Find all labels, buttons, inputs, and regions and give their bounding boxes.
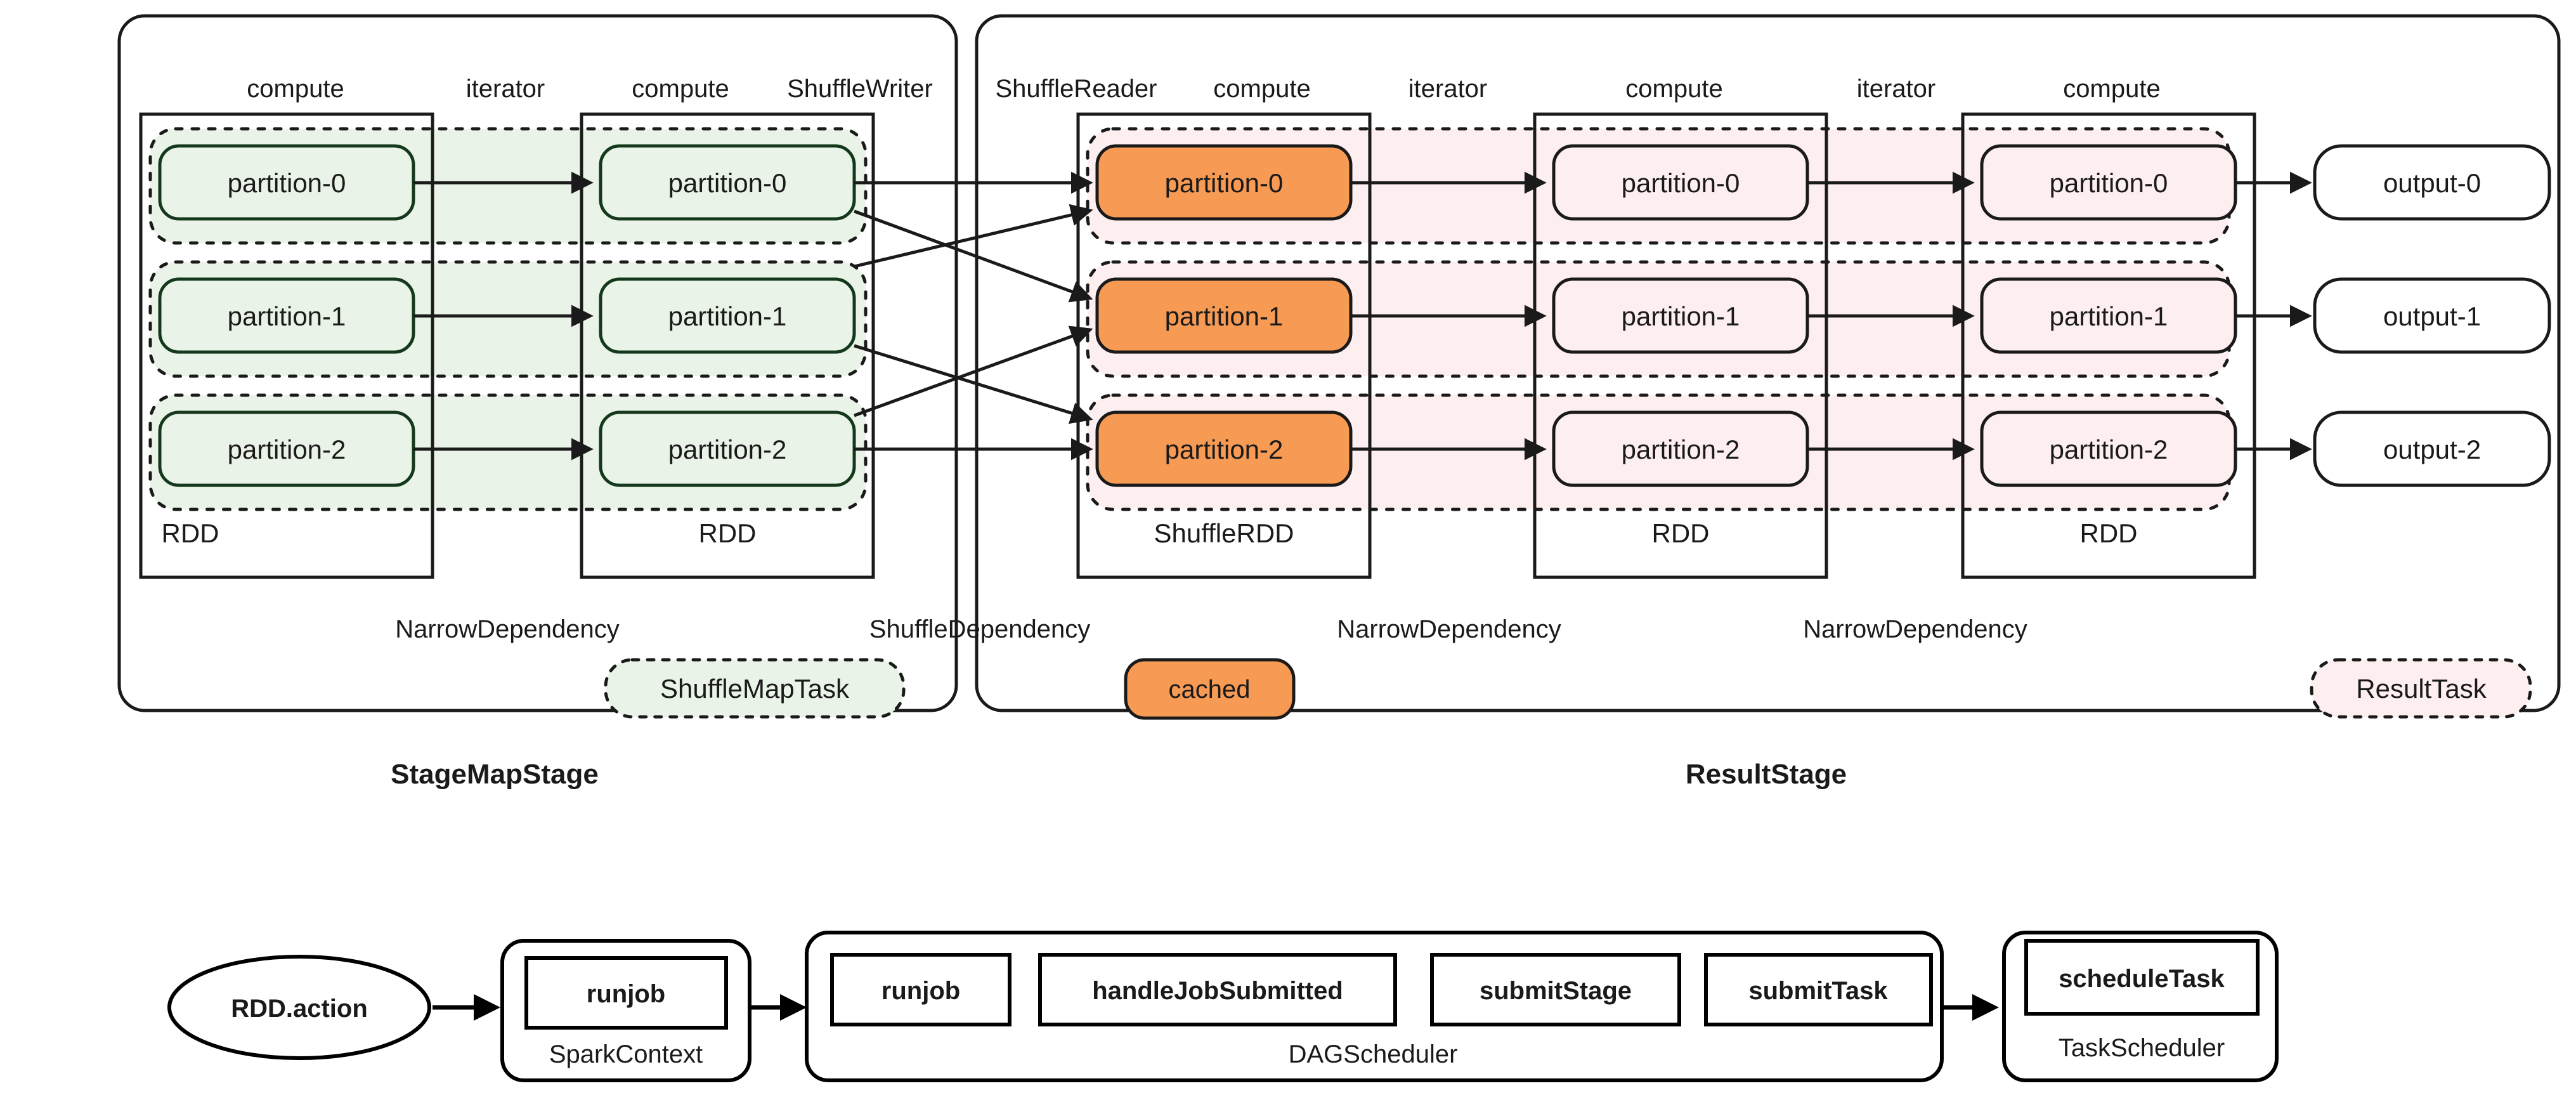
shuffle-edge-p2-to-p1 bbox=[854, 325, 1093, 417]
result-rdd1-frame bbox=[1533, 112, 1828, 579]
output-box-2[interactable] bbox=[2313, 410, 2551, 487]
result-rdd1-partition-2-label: partition-2 bbox=[1622, 435, 1740, 464]
map-rdd2-partition-1[interactable] bbox=[599, 277, 856, 354]
map-rdd2-partition-0-label: partition-0 bbox=[668, 168, 787, 198]
shufflemaptask-badge[interactable] bbox=[604, 658, 906, 719]
output-box-0[interactable] bbox=[2313, 144, 2551, 221]
cached-badge-label: cached bbox=[1169, 676, 1251, 704]
taskscheduler-method-scheduletask[interactable] bbox=[2024, 939, 2260, 1016]
map-rdd1-partition-1-label: partition-1 bbox=[228, 301, 346, 331]
sparkcontext-method-runjob[interactable] bbox=[524, 956, 728, 1030]
map-dependency-narrow: NarrowDependency bbox=[395, 615, 620, 643]
result-rdd2-partition-1-label: partition-1 bbox=[2050, 301, 2168, 331]
resulttask-badge-label: ResultTask bbox=[2356, 674, 2487, 704]
dagscheduler-method-handlejobsubmitted-label: handleJobSubmitted bbox=[1092, 977, 1343, 1005]
sparkcontext-method-runjob-label: runjob bbox=[587, 980, 665, 1008]
result-rdd2-partition-2-label: partition-2 bbox=[2050, 435, 2168, 464]
map-rdd1-caption: RDD bbox=[162, 518, 219, 548]
result-stage-label: ResultStage bbox=[1686, 759, 1847, 790]
output-box-0-label: output-0 bbox=[2383, 168, 2481, 198]
result-rdd1-caption: RDD bbox=[1652, 518, 1710, 548]
dagscheduler-method-handlejobsubmitted[interactable] bbox=[1038, 953, 1397, 1026]
dagscheduler-method-runjob-label: runjob bbox=[881, 977, 960, 1005]
result-rdd1-partition-1-label: partition-1 bbox=[1622, 301, 1740, 331]
dagscheduler-method-submittask[interactable] bbox=[1704, 953, 1933, 1026]
map-rdd1-frame bbox=[139, 112, 434, 579]
result-rdd2-partition-0-label: partition-0 bbox=[2050, 168, 2168, 198]
map-dependency-shuffle: ShuffleDependency bbox=[869, 615, 1090, 643]
map-rdd2-partition-2-label: partition-2 bbox=[668, 435, 787, 464]
result-column-label-iterator-1: iterator bbox=[1408, 75, 1488, 103]
map-column-label-shufflewriter: ShuffleWriter bbox=[787, 75, 933, 103]
result-column-label-compute-1: compute bbox=[1213, 75, 1310, 103]
rdd-action-label: RDD.action bbox=[231, 995, 368, 1023]
output-box-1[interactable] bbox=[2313, 277, 2551, 354]
resulttask-badge[interactable] bbox=[2310, 658, 2532, 719]
map-rdd1-partition-2-label: partition-2 bbox=[228, 435, 346, 464]
shuffle-edge-p1-to-p0 bbox=[854, 204, 1093, 268]
result-dependency-narrow-1: NarrowDependency bbox=[1337, 615, 1561, 643]
map-column-label-compute-1: compute bbox=[247, 75, 344, 103]
result-stage-frame bbox=[975, 14, 2561, 712]
taskscheduler-method-scheduletask-label: scheduleTask bbox=[2059, 965, 2225, 993]
dagscheduler-container-label: DAGScheduler bbox=[1289, 1040, 1458, 1068]
result-rdd1-partition-0-label: partition-0 bbox=[1622, 168, 1740, 198]
result-column-label-compute-3: compute bbox=[2063, 75, 2160, 103]
map-rdd2-frame bbox=[580, 112, 875, 579]
sparkcontext-container-label: SparkContext bbox=[549, 1040, 703, 1068]
result-column-label-iterator-2: iterator bbox=[1857, 75, 1936, 103]
rdd-action-node[interactable] bbox=[167, 955, 431, 1060]
map-stage-label: StageMapStage bbox=[391, 759, 599, 790]
map-rdd2-caption: RDD bbox=[699, 518, 757, 548]
map-stage-frame bbox=[117, 14, 958, 712]
map-rdd2-partition-1-label: partition-1 bbox=[668, 301, 787, 331]
shuffle-edge-p1-to-p2 bbox=[854, 344, 1093, 424]
dagscheduler-method-submitstage[interactable] bbox=[1430, 953, 1681, 1026]
output-box-2-label: output-2 bbox=[2383, 435, 2481, 464]
dagscheduler-method-submittask-label: submitTask bbox=[1748, 977, 1888, 1005]
shuffle-edge-p0-to-p1 bbox=[854, 209, 1093, 303]
shufflerdd-partition-1-label: partition-1 bbox=[1165, 301, 1284, 331]
map-rdd1-partition-0-label: partition-0 bbox=[228, 168, 346, 198]
result-rdd2-caption: RDD bbox=[2080, 518, 2138, 548]
map-column-label-iterator: iterator bbox=[466, 75, 545, 103]
shufflerdd-partition-0-label: partition-0 bbox=[1165, 168, 1284, 198]
shufflemaptask-badge-label: ShuffleMapTask bbox=[660, 674, 850, 704]
shufflerdd-caption: ShuffleRDD bbox=[1154, 518, 1294, 548]
result-rdd2-frame bbox=[1961, 112, 2256, 579]
cached-badge[interactable] bbox=[1124, 658, 1296, 720]
output-box-1-label: output-1 bbox=[2383, 301, 2481, 331]
result-column-label-shufflereader: ShuffleReader bbox=[996, 75, 1157, 103]
result-dependency-narrow-2: NarrowDependency bbox=[1803, 615, 2027, 643]
map-column-label-compute-2: compute bbox=[632, 75, 729, 103]
shufflerdd-partition-2-label: partition-2 bbox=[1165, 435, 1284, 464]
taskscheduler-container-label: TaskScheduler bbox=[2059, 1034, 2225, 1062]
result-column-label-compute-2: compute bbox=[1625, 75, 1722, 103]
dagscheduler-method-runjob[interactable] bbox=[830, 953, 1012, 1026]
dagscheduler-method-submitstage-label: submitStage bbox=[1480, 977, 1632, 1005]
